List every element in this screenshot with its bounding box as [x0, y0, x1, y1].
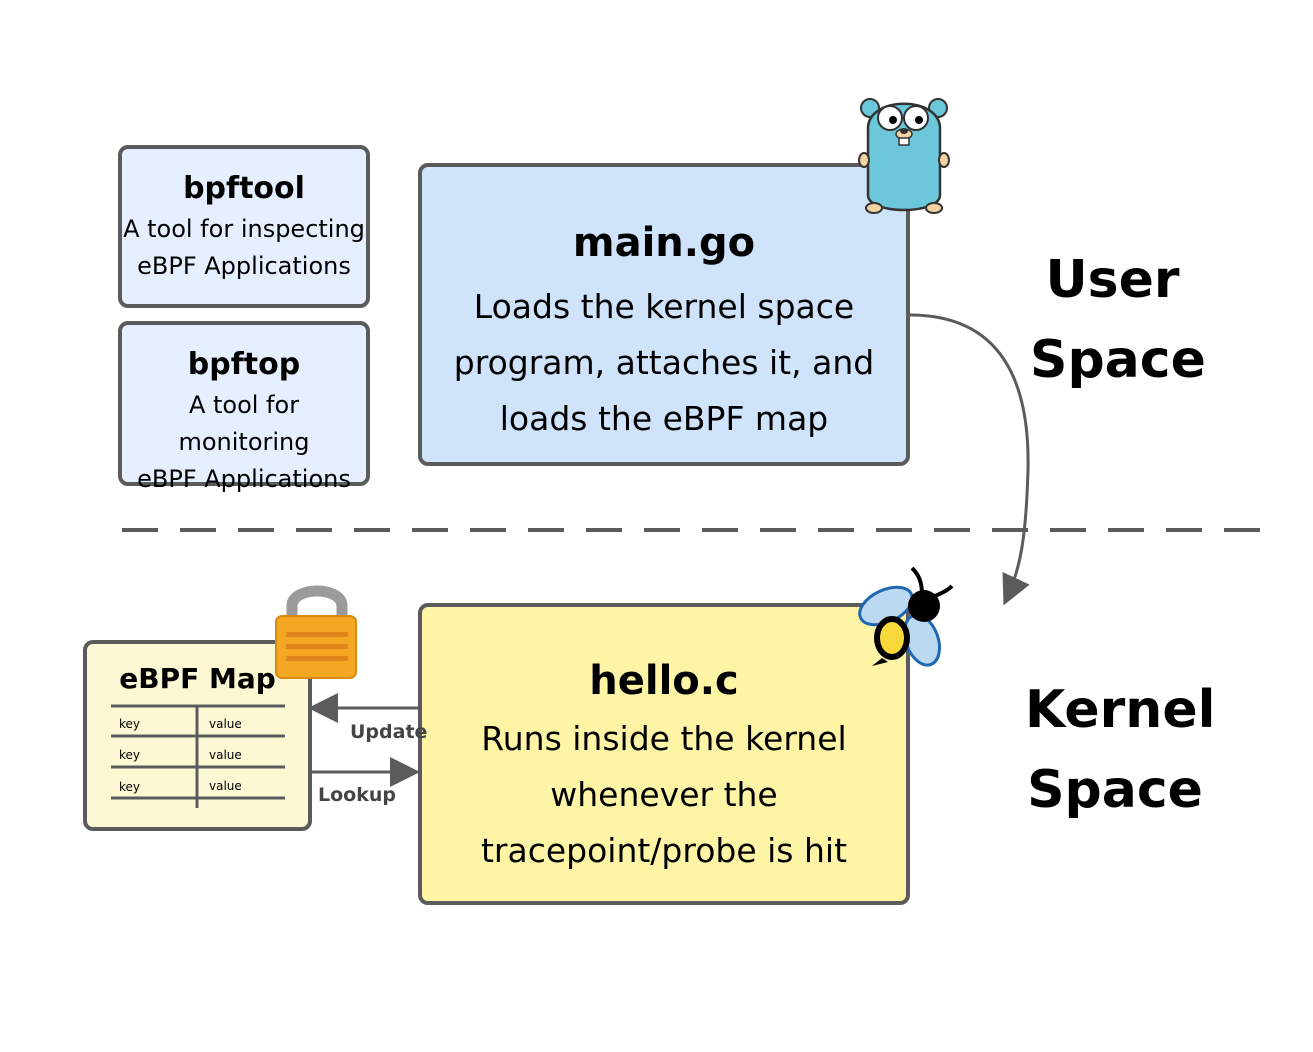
bpftool-desc-2: eBPF Applications: [137, 252, 351, 280]
main-go-title: main.go: [572, 220, 756, 266]
bpftop-title: bpftop: [187, 347, 301, 382]
bpftop-desc-2: eBPF Applications: [137, 465, 351, 493]
hello-c-box: hello.c Runs inside the kernel whenever …: [418, 603, 910, 905]
map-row-2-key: key: [119, 748, 141, 762]
main-go-box: main.go Loads the kernel space program, …: [418, 163, 910, 466]
bee-icon: [858, 566, 954, 667]
main-go-desc-1: Loads the kernel space: [473, 287, 855, 326]
hello-c-desc-3: tracepoint/probe is hit: [480, 831, 848, 870]
kernel-space-label: Kernel Space: [1025, 670, 1216, 830]
user-space-label: User Space: [1030, 240, 1206, 400]
map-row-3-key: key: [119, 780, 141, 794]
hello-c-title: hello.c: [589, 658, 739, 704]
map-row-2-value: value: [209, 748, 242, 762]
bpftool-box: bpftool A tool for inspecting eBPF Appli…: [118, 145, 370, 308]
bpftop-desc-1: A tool for monitoring: [178, 391, 310, 456]
kernel-space-line-2: Space: [1027, 760, 1203, 820]
lookup-label: Lookup: [318, 784, 396, 806]
ebpf-map-title: eBPF Map: [119, 662, 276, 695]
padlock-icon: [275, 585, 357, 679]
main-to-hello-arrow: [909, 313, 1030, 606]
hello-c-desc-2: whenever the: [550, 775, 778, 814]
kernel-space-line-1: Kernel: [1025, 680, 1216, 740]
hello-c-desc-1: Runs inside the kernel: [481, 719, 847, 758]
main-go-desc-3: loads the eBPF map: [499, 399, 829, 438]
bpftool-title: bpftool: [183, 171, 305, 206]
bpftop-box: bpftop A tool for monitoring eBPF Applic…: [118, 321, 370, 493]
ebpf-map-box: eBPF Map key value key value key value: [83, 640, 312, 831]
map-row-3-value: value: [209, 779, 242, 793]
map-row-1-key: key: [119, 717, 141, 731]
update-label: Update: [350, 721, 428, 743]
ebpf-map-table-lines: [111, 704, 285, 808]
bpftool-desc-1: A tool for inspecting: [123, 215, 365, 243]
user-space-line-1: User: [1045, 250, 1180, 310]
user-space-line-2: Space: [1030, 330, 1206, 390]
gopher-icon: [858, 98, 950, 214]
main-go-desc-2: program, attaches it, and: [453, 343, 875, 382]
map-row-1-value: value: [209, 717, 242, 731]
